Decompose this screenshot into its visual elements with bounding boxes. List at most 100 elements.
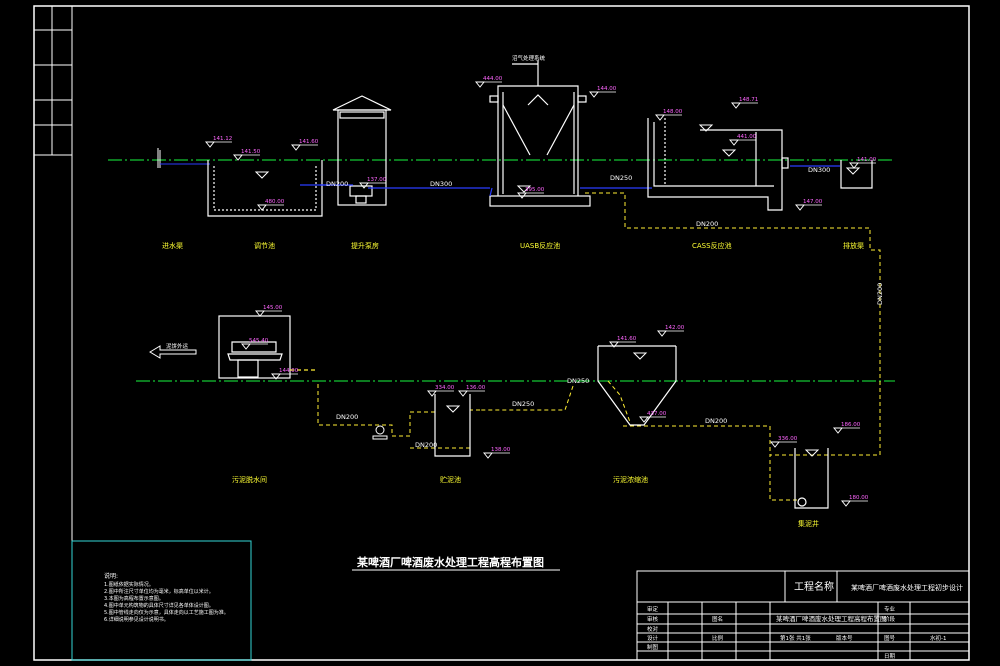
label-cass: CASS反应池 xyxy=(692,241,732,250)
elevation-marker xyxy=(769,441,781,448)
elevation-value: 441.00 xyxy=(737,134,757,140)
elevation-value: 138.00 xyxy=(491,447,511,453)
pipe-label: DN250 xyxy=(610,174,632,182)
tb-row: 校对 xyxy=(647,625,659,633)
elevation-marker xyxy=(848,162,860,169)
binding-strip xyxy=(34,6,72,156)
note-line: 4.图中单元构筑物的具体尺寸详见各单体设计图。 xyxy=(104,602,214,609)
elevation-value: 147.00 xyxy=(803,199,823,205)
tb-row: 设计 xyxy=(647,634,659,642)
elevation-value: 444.00 xyxy=(483,76,503,82)
elevation-marker xyxy=(474,81,486,88)
label-sludge-out: 泥饼外运 xyxy=(166,342,189,350)
tb-project-name: 某啤酒厂啤酒废水处理工程初步设计 xyxy=(851,583,963,592)
elevation-marker xyxy=(256,204,268,211)
elevation-value: 437.00 xyxy=(647,411,667,417)
pipe-label: DN200 xyxy=(326,180,348,188)
elevation-marker xyxy=(254,310,266,317)
elevation-marker xyxy=(232,154,244,161)
pipe-label: DN200 xyxy=(876,283,884,305)
label-biogas: 沼气处理系统 xyxy=(512,54,546,62)
tb-project-label: 工程名称 xyxy=(794,580,834,593)
tb-sheet: 第1张 共1张 xyxy=(780,634,811,642)
elevation-marker xyxy=(840,500,852,507)
elevation-value: 145.00 xyxy=(263,305,283,311)
pipe-label: DN250 xyxy=(512,400,534,408)
elevation-marker xyxy=(728,139,740,146)
label-sludge-thickener: 污泥浓缩池 xyxy=(613,475,648,484)
elevation-marker xyxy=(656,330,668,337)
elevation-marker xyxy=(654,114,666,121)
label-sludge-dewatering: 污泥脱水间 xyxy=(232,475,267,484)
dewatering-house xyxy=(218,315,318,379)
elevation-value: 141.60 xyxy=(299,139,319,145)
tb-col: 图号 xyxy=(884,634,896,642)
tb-stage: 阶段 xyxy=(884,615,896,623)
note-line: 1.图纸依据实际情况。 xyxy=(104,581,154,588)
elevation-callouts: 141.12141.50141.60480.00137.00444.00144.… xyxy=(204,76,877,507)
uasb-reactor xyxy=(489,60,652,207)
sludge-out-arrow xyxy=(149,345,197,359)
tb-version: 版本号 xyxy=(836,634,853,642)
title-block-text: 工程名称 某啤酒厂啤酒废水处理工程初步设计 审定 审核 校对 设计 制图 图名 … xyxy=(647,580,963,660)
notes-title: 说明: xyxy=(104,572,118,580)
tb-number: 水初-1 xyxy=(930,634,946,642)
elevation-marker xyxy=(240,343,252,350)
sludge-pipe-network xyxy=(317,192,881,501)
elevation-value: 141.00 xyxy=(857,157,877,163)
tb-col: 日期 xyxy=(884,653,896,660)
drawing-title: 某啤酒厂啤酒废水处理工程高程布置图 xyxy=(356,555,544,569)
pipe-label: DN300 xyxy=(808,166,830,174)
label-storage: 贮泥池 xyxy=(440,475,461,484)
elevation-value: 141.60 xyxy=(617,336,637,342)
tb-col: 比例 xyxy=(712,634,724,642)
pipe-label: DN200 xyxy=(415,441,437,449)
label-uasb: UASB反应池 xyxy=(520,241,560,250)
elevation-value: 480.00 xyxy=(265,199,285,205)
sludge-sump xyxy=(794,448,829,509)
elevation-marker xyxy=(290,144,302,151)
pipe-label: DN300 xyxy=(430,180,452,188)
elevation-value: 545.40 xyxy=(249,338,269,344)
elevation-marker xyxy=(794,204,806,211)
tb-spec: 专业 xyxy=(884,605,896,613)
elevation-value: 186.00 xyxy=(841,422,861,428)
pipe-label: DN250 xyxy=(567,377,589,385)
elevation-value: 144.00 xyxy=(279,368,299,374)
elevation-value: 148.00 xyxy=(663,109,683,115)
elevation-value: 144.00 xyxy=(597,86,617,92)
tb-row: 审定 xyxy=(647,605,659,613)
sludge-storage-tank xyxy=(434,394,471,457)
pipe-label: DN200 xyxy=(696,220,718,228)
sheet-border xyxy=(33,5,970,661)
tb-row: 审核 xyxy=(647,615,659,623)
title-block xyxy=(636,570,970,661)
elevation-value: 137.00 xyxy=(367,177,387,183)
elevation-marker xyxy=(588,91,600,98)
elevation-marker xyxy=(482,452,494,459)
elevation-value: 336.00 xyxy=(778,436,798,442)
elevation-marker xyxy=(730,102,742,109)
elevation-value: 142.00 xyxy=(665,325,685,331)
elevation-marker xyxy=(204,141,216,148)
label-sump: 集泥井 xyxy=(798,519,819,528)
elevation-value: 141.12 xyxy=(213,136,232,142)
label-inlet: 进水渠 xyxy=(162,241,183,250)
note-line: 5.图中管线走向仅为示意，具体走向以工艺施工图为准。 xyxy=(104,609,229,616)
elevation-value: 148.71 xyxy=(739,97,758,103)
tb-drawing-name: 某啤酒厂啤酒废水处理工程高程布置图 xyxy=(776,614,887,623)
note-line: 6.详细说明参见设计说明书。 xyxy=(104,616,169,623)
tb-row: 制图 xyxy=(647,643,659,651)
sludge-pump-icon xyxy=(372,425,388,440)
inlet-channel xyxy=(157,148,210,168)
label-outlet: 排放渠 xyxy=(843,241,864,250)
elevation-value: 334.00 xyxy=(435,385,455,391)
elevation-marker xyxy=(832,427,844,434)
notes-box: 说明: 1.图纸依据实际情况。 2.图中所注尺寸单位均为毫米，标高单位以米计。 … xyxy=(71,540,252,661)
elevation-value: 180.00 xyxy=(849,495,869,501)
equalization-tank xyxy=(207,160,330,217)
note-line: 3.本图为高程布置示意图。 xyxy=(104,595,164,602)
elevation-marker xyxy=(457,390,469,397)
elevation-value: 395.00 xyxy=(525,187,545,193)
